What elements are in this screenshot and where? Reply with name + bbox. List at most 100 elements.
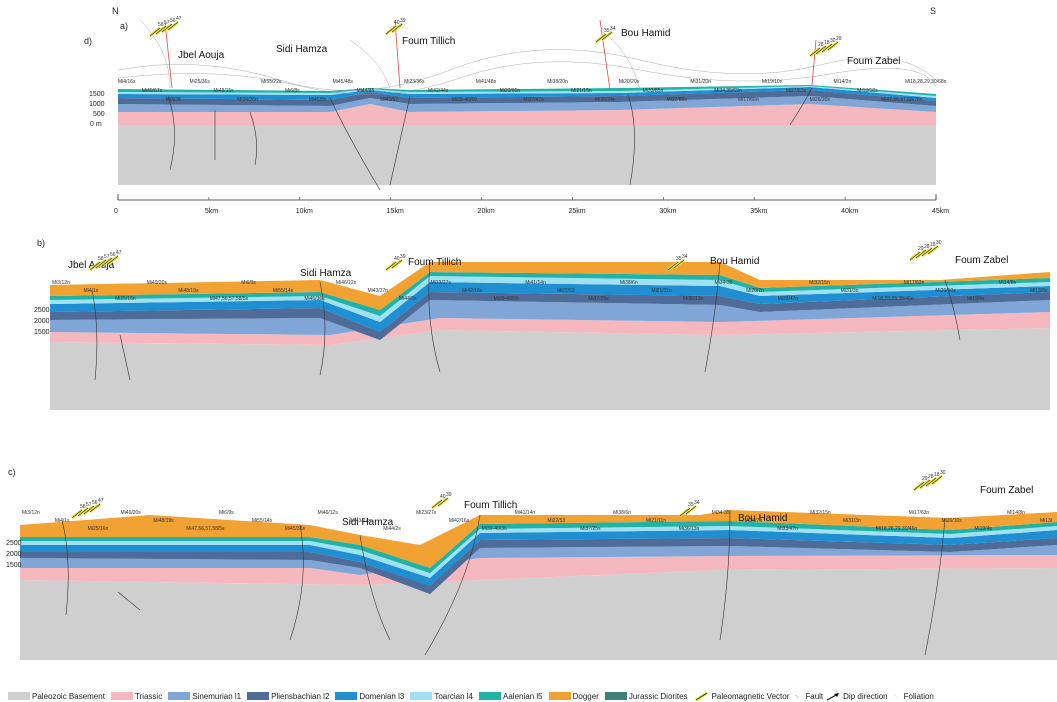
vector-number: 29 (922, 476, 928, 482)
vector-number: 29 (918, 246, 924, 252)
paleomagnetic-vector-core (385, 25, 397, 35)
site-label: Mi39-40/36 (482, 526, 507, 532)
scale-bar (117, 194, 937, 201)
site-label: Mi33/85n (643, 88, 664, 94)
vector-number: 35 (688, 502, 694, 508)
swatch-aalenian (479, 692, 501, 700)
swatch-triassic (110, 692, 133, 700)
vector-number: 56 (170, 18, 176, 24)
site-label: Mi49/67s (142, 88, 163, 94)
site-label: Mi41/14n (525, 280, 546, 286)
site-label: Mi17/66n (738, 97, 759, 103)
elev-b-2000: 2000 (34, 318, 50, 325)
legend-label: Domenian l3 (359, 691, 405, 701)
vector-number: 28 (928, 474, 934, 480)
domenian-b (50, 282, 1050, 332)
vector-number: 47 (98, 498, 104, 504)
toarcian-b (50, 276, 1050, 322)
vector-number: 58 (80, 504, 86, 510)
scale-label: 35km (750, 208, 767, 215)
site-label: Mi39-40/36 (494, 296, 519, 302)
site-label: Mi42/16s (462, 288, 483, 294)
site-label: Mi49/20s (121, 510, 142, 516)
cross-section-c: 2500 2000 1500 Sidi Hamza Foum Tillich B… (6, 470, 1057, 660)
site-label: Mi36/13n (679, 526, 700, 532)
paleomagnetic-vector-core (601, 31, 613, 41)
legend-label: Fault (805, 691, 824, 701)
legend-item-pliensbachian: Pliensbachian l2 (247, 692, 329, 701)
vector-number: 18 (824, 40, 830, 46)
site-label: Mi47,56,57,58/5s (186, 526, 225, 532)
site-label: Mi33/47n (777, 526, 798, 532)
panel-label-a: a) (120, 21, 128, 31)
legend-item-dip: Dip direction (825, 692, 888, 701)
domenian-a (118, 87, 936, 101)
elev-c-2000: 2000 (6, 551, 22, 558)
vector-number: 35 (604, 28, 610, 34)
paleomagnetic-vector-core (77, 507, 89, 517)
site-label: Mi48/19s (178, 288, 199, 294)
paleomagnetic-vector-icon (694, 691, 708, 701)
paleomagnetic-vector-core (155, 25, 167, 35)
legend: Paleozoic Basement Triassic Sinemurian l… (8, 690, 940, 702)
legend-label: Triassic (134, 691, 163, 701)
elev-c-2500: 2500 (6, 540, 22, 547)
site-label: Mi46/12s (318, 510, 339, 516)
site-label: Mi3/12n (52, 280, 70, 286)
site-label: Mi45/36s (304, 296, 325, 302)
vector-number: 30 (830, 38, 836, 44)
paleomagnetic-vector-core (919, 479, 931, 489)
site-label: Mi31/3n (843, 518, 861, 524)
scale-label: 40km (841, 208, 858, 215)
site-label: Mi23/36s (404, 79, 425, 85)
north-label: N (112, 6, 119, 16)
vector-number: 40 (394, 20, 400, 26)
vector-number: 47 (176, 16, 182, 22)
site-label: Mi27/63s (786, 88, 807, 94)
paleomagnetic-vector-core (815, 45, 827, 55)
site-label: Mi20/7n (746, 288, 764, 294)
legend-label: Sinemurian l1 (192, 691, 242, 701)
place-foum-tillich-a: Foum Tillich (402, 36, 455, 47)
site-label: Mi37/47s (523, 97, 544, 103)
site-label: Mi38/6n (620, 280, 638, 286)
site-label: Mi6/9s (241, 280, 256, 286)
dip-direction-icon (826, 692, 840, 700)
site-label: Mi34-35 (715, 280, 733, 286)
site-label: Mi49/20s (147, 280, 168, 286)
site-label: Mi23/27s (416, 510, 437, 516)
site-label: Mi4/16s (118, 79, 136, 85)
pliensbachian-a (118, 90, 936, 106)
site-label: Mi23/27s (431, 280, 452, 286)
topo-lines-a (117, 19, 937, 95)
swatch-paleozoic (8, 692, 30, 700)
vector-number: 47 (116, 250, 122, 256)
legend-item-triassic: Triassic (110, 691, 163, 701)
site-label: Mi14/8n (1007, 510, 1025, 516)
site-label: Mi42/44s (428, 88, 449, 94)
paleomagnetic-vector-core (83, 505, 95, 515)
scale-label: 5km (205, 208, 218, 215)
site-label: Mi21/11n (651, 288, 671, 294)
paleomagnetic-vector-core (71, 509, 83, 519)
site-label: Mi47,56,57,58/76n (881, 97, 923, 103)
aalenian-a (118, 85, 936, 96)
south-label: S (930, 6, 936, 16)
vector-number: 56 (92, 500, 98, 506)
toarcian-a (118, 86, 936, 98)
paleomagnetic-vector-core (95, 259, 107, 269)
elev-a-0: 0 m (90, 121, 102, 128)
site-label: Mi45/48s (333, 79, 354, 85)
site-label: Mi47,56,57,58/5s (210, 296, 249, 302)
site-label: Mi41/48n (476, 79, 497, 85)
dogger-b (50, 262, 1050, 310)
place-bou-hamid-a: Bou Hamid (621, 28, 670, 39)
cross-section-b: 2500 2000 1500 Jbel Aouja Sidi Hamza Fou… (34, 240, 1050, 410)
scale-label: 10km (296, 208, 313, 215)
site-label: Mi18,28,29,30/46n (872, 296, 914, 302)
legend-item-dogger: Dogger (548, 692, 599, 701)
legend-item-fault: Fault (795, 692, 823, 701)
panel-label-d: d) (84, 36, 92, 46)
elev-a-1000: 1000 (89, 101, 105, 108)
site-label: Mi3/12n (22, 510, 40, 516)
